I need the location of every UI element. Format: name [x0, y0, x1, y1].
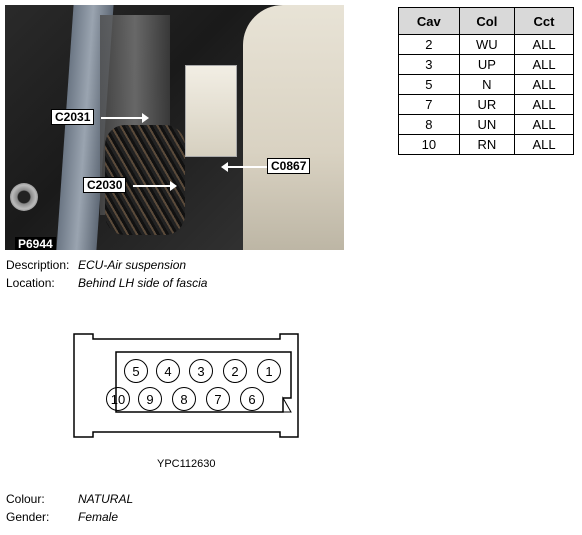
pin-2: 2: [223, 359, 247, 383]
header-col: Col: [458, 7, 516, 35]
pin-7: 7: [206, 387, 230, 411]
diagram-caption: YPC112630: [157, 458, 216, 470]
connector-face-diagram: 5 4 3 2 1 10 9 8 7 6: [73, 333, 299, 439]
pin-4: 4: [156, 359, 180, 383]
header-cct: Cct: [514, 7, 574, 35]
pin-8: 8: [172, 387, 196, 411]
description-field: Description:ECU-Air suspension: [6, 258, 187, 272]
table-row: 3 UP ALL: [398, 54, 574, 75]
header-cav: Cav: [398, 7, 460, 35]
pin-9: 9: [138, 387, 162, 411]
colour-field: Colour:NATURAL: [6, 492, 134, 506]
pin-5: 5: [124, 359, 148, 383]
location-field: Location:Behind LH side of fascia: [6, 276, 208, 290]
photo-id: P6944: [15, 237, 56, 250]
gender-field: Gender:Female: [6, 510, 119, 524]
connector-location-photo: C2031 C2030 C0867 P6944: [5, 5, 344, 250]
callout-arrow: [133, 181, 177, 191]
table-header-row: Cav Col Cct: [398, 7, 574, 35]
table-row: 7 UR ALL: [398, 94, 574, 115]
connector-outline: [73, 333, 299, 438]
table-row: 8 UN ALL: [398, 114, 574, 135]
pin-table: Cav Col Cct 2 WU ALL 3 UP ALL 5 N ALL 7 …: [398, 7, 574, 155]
pin-1: 1: [257, 359, 281, 383]
table-row: 5 N ALL: [398, 74, 574, 95]
callout-c2030: C2030: [83, 177, 127, 193]
pin-10: 10: [106, 387, 130, 411]
pin-3: 3: [189, 359, 213, 383]
callout-c2031: C2031: [51, 109, 95, 125]
callout-arrow: [101, 113, 149, 123]
table-row: 2 WU ALL: [398, 34, 574, 55]
pin-6: 6: [240, 387, 264, 411]
callout-arrow: [221, 162, 267, 172]
table-row: 10 RN ALL: [398, 134, 574, 155]
callout-c0867: C0867: [267, 158, 311, 174]
